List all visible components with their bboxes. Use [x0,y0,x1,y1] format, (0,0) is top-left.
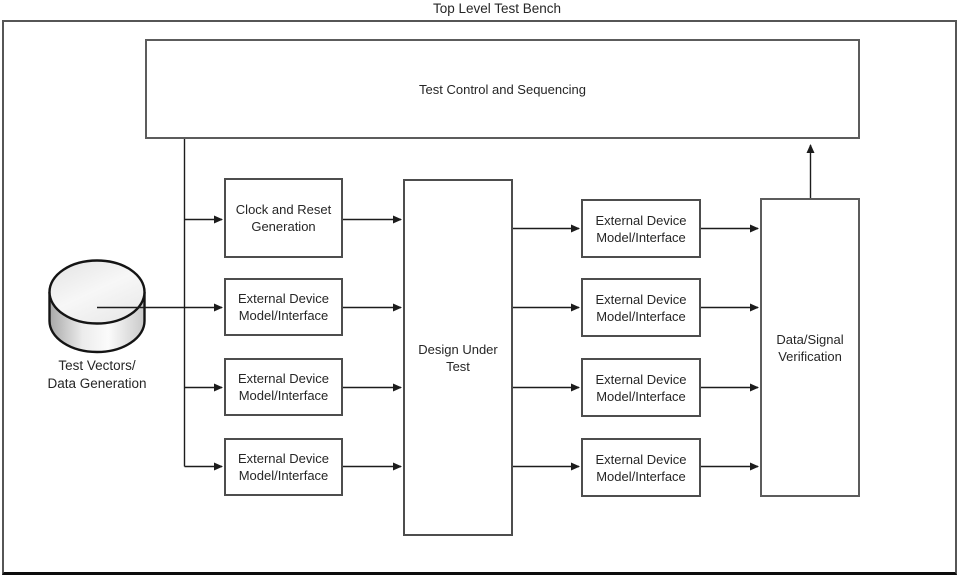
external-device-box-right-1: External Device Model/Interface [581,199,701,258]
test-vectors-label: Test Vectors/ Data Generation [17,357,177,393]
box-label-line: Verification [778,348,842,364]
external-device-box-left-3: External Device Model/Interface [224,438,343,496]
clock-reset-box: Clock and Reset Generation [224,178,343,258]
box-label-line: Model/Interface [238,388,329,403]
external-device-box-right-3: External Device Model/Interface [581,358,701,417]
box-label-line: Model/Interface [596,388,686,404]
box-label-line: Generation [251,219,316,234]
test-vectors-cylinder-icon [48,259,146,354]
box-label-line: Design Under [418,341,498,357]
external-device-box-left-1: External Device Model/Interface [224,278,343,336]
box-label-line: External Device [595,451,687,467]
box-label-line: External Device [237,371,330,386]
external-device-box-right-4: External Device Model/Interface [581,438,701,497]
data-signal-verification-box: Data/Signal Verification [760,198,860,497]
cylinder-label-line: Data Generation [47,376,147,391]
box-label-line: Model/Interface [596,308,686,324]
box-label-line: External Device [595,212,687,228]
box-label-line: Clock and Reset [235,202,332,217]
external-device-box-right-2: External Device Model/Interface [581,278,701,337]
box-label-line: Model/Interface [596,468,686,484]
design-under-test-box: Design Under Test [403,179,513,536]
box-label-line: Model/Interface [238,308,329,323]
test-control-box: Test Control and Sequencing [145,39,860,139]
box-label-line: Test [446,358,470,374]
box-label-line: External Device [595,371,687,387]
test-control-label: Test Control and Sequencing [419,81,586,97]
cylinder-label-line: Test Vectors/ [58,358,136,373]
outer-frame [2,20,957,575]
box-label-line: External Device [237,291,330,306]
box-label-line: Model/Interface [238,468,329,483]
diagram-title: Top Level Test Bench [432,1,562,16]
connector-lines [97,139,815,471]
box-label-line: External Device [595,291,687,307]
box-label-line: Data/Signal [776,331,844,347]
box-label-line: Model/Interface [596,229,686,245]
external-device-box-left-2: External Device Model/Interface [224,358,343,416]
box-label-line: External Device [237,451,330,466]
